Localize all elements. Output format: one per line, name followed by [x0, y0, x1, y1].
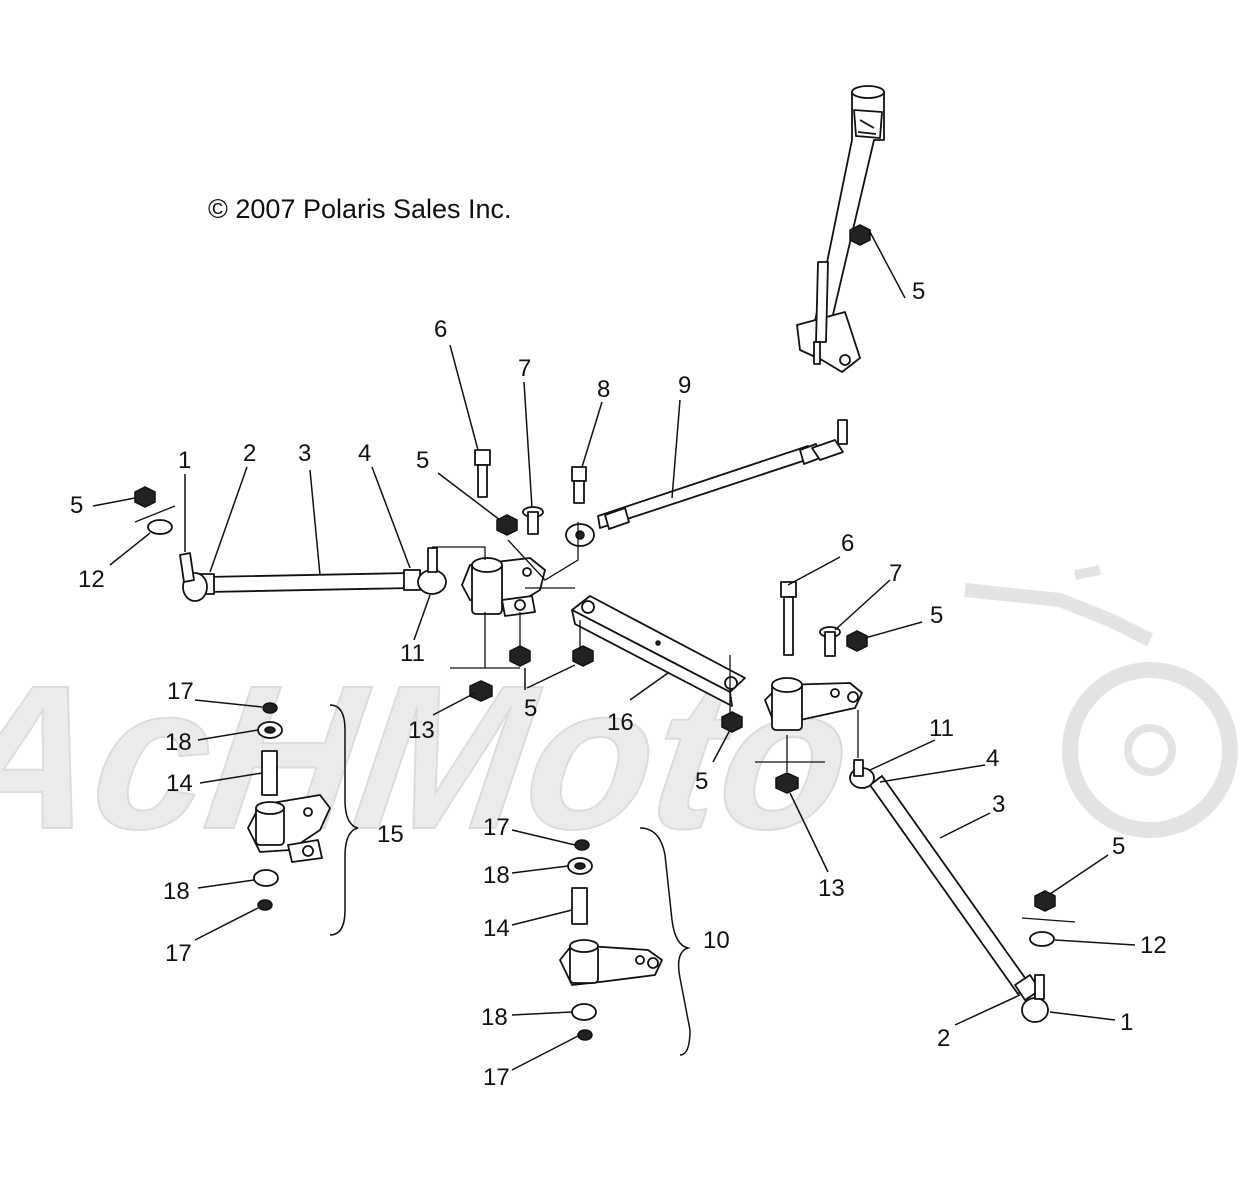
- callout-6-right: 6: [841, 530, 854, 557]
- callout-5-top-mid: 5: [416, 447, 429, 474]
- callout-3-right: 3: [992, 791, 1005, 818]
- bolt-7-top: [522, 506, 544, 535]
- bracket-10: [639, 827, 691, 1056]
- callout-9: 9: [678, 372, 691, 399]
- callout-3-left: 3: [298, 440, 311, 467]
- assembly-15: [247, 702, 331, 911]
- washer-12-left: [147, 519, 173, 535]
- bolt-8: [571, 466, 587, 504]
- assembly-10: [559, 839, 663, 1041]
- nut-5-far-right: [1034, 890, 1056, 912]
- bolt-6-right: [780, 581, 797, 656]
- washer-12-right: [1029, 931, 1055, 947]
- callout-10: 10: [703, 927, 730, 954]
- callout-11-right: 11: [929, 715, 954, 742]
- callout-17-b: 17: [165, 940, 192, 967]
- callout-2-left: 2: [243, 440, 256, 467]
- callout-7-right: 7: [889, 560, 902, 587]
- callout-5-far-right: 5: [1112, 833, 1125, 860]
- nut-5-lower-mid: [572, 645, 594, 667]
- callout-18-c: 18: [483, 862, 510, 889]
- callout-6-top: 6: [434, 316, 447, 343]
- callout-7-top: 7: [518, 355, 531, 382]
- nut-5-lower-left: [509, 645, 531, 667]
- callout-4-left: 4: [358, 440, 371, 467]
- callout-17-c: 17: [483, 814, 510, 841]
- steering-column: [796, 85, 885, 373]
- callout-12-right: 12: [1140, 932, 1167, 959]
- callout-18-b: 18: [163, 878, 190, 905]
- right-idler-arm: [764, 677, 863, 731]
- left-idler-arm: [461, 557, 546, 617]
- nut-13-right: [775, 772, 799, 794]
- bolt-7-right: [819, 626, 841, 657]
- nut-5-right-upper: [846, 630, 868, 652]
- assembly-guide-lines: [134, 505, 1076, 923]
- callout-2-right: 2: [937, 1025, 950, 1052]
- callout-labels: 1 2 3 4 5 12 6 7 8 9 5 5 11 13 5 16 6 7 …: [70, 278, 1167, 1091]
- callout-13-left: 13: [408, 717, 435, 744]
- callout-5-left: 5: [70, 492, 83, 519]
- callout-4-right: 4: [986, 745, 999, 772]
- left-tie-rod-assembly: [179, 547, 447, 602]
- nut-5-right-mid: [721, 711, 743, 733]
- callout-5-lower-mid: 5: [524, 695, 537, 722]
- callout-17-d: 17: [483, 1064, 510, 1091]
- nut-13-left: [469, 680, 493, 702]
- copyright-notice: © 2007 Polaris Sales Inc.: [208, 194, 512, 224]
- bracket-15: [329, 704, 359, 936]
- callout-5-column: 5: [912, 278, 925, 305]
- callout-14-a: 14: [166, 770, 193, 797]
- callout-1-right: 1: [1120, 1009, 1133, 1036]
- nut-5-top-mid: [496, 514, 518, 536]
- callout-16: 16: [607, 709, 634, 736]
- callout-1-left: 1: [178, 447, 191, 474]
- tie-rod-9: [565, 419, 848, 547]
- leader-lines: [92, 231, 1136, 1071]
- callout-15: 15: [377, 821, 404, 848]
- column-nut: [849, 224, 871, 246]
- bolt-6-top: [474, 449, 491, 498]
- center-link-16: [571, 595, 746, 707]
- callout-5-right-upper: 5: [930, 602, 943, 629]
- callout-12-left: 12: [78, 566, 105, 593]
- callout-8: 8: [597, 376, 610, 403]
- callout-11-left: 11: [400, 640, 425, 667]
- callout-13-right: 13: [818, 875, 845, 902]
- callout-5-right-mid: 5: [695, 768, 708, 795]
- callout-17-a: 17: [167, 678, 194, 705]
- callout-18-a: 18: [165, 729, 192, 756]
- callout-14-c: 14: [483, 915, 510, 942]
- nut-5-left: [134, 486, 156, 508]
- callout-18-d: 18: [481, 1004, 508, 1031]
- right-tie-rod-assembly: [849, 759, 1049, 1023]
